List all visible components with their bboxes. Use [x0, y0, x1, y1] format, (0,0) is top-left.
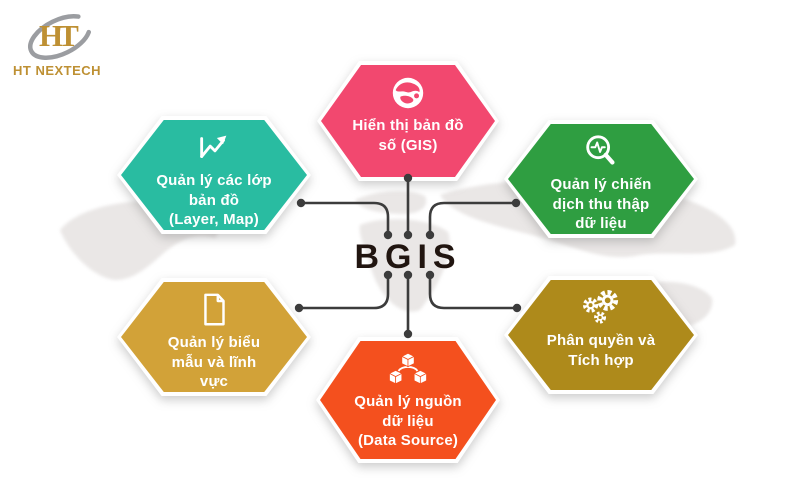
logo-company-name: HT NEXTECH	[13, 63, 102, 78]
hex-node-label: Quản lý chiến dịch thu thập dữ liệu	[550, 176, 652, 232]
gears-icon	[582, 289, 619, 324]
hex-node-campaigns: Quản lý chiến dịch thu thập dữ liệu	[504, 120, 698, 238]
cubes-icon	[389, 352, 427, 385]
globe-icon	[392, 77, 424, 109]
hex-node-label: Quản lý biểu mẫu và lĩnh vực	[167, 334, 261, 390]
hex-node-label: Quản lý các lớp bản đồ (Layer, Map)	[156, 172, 272, 228]
hex-node-map-layers: Quản lý các lớp bản đồ (Layer, Map)	[117, 116, 311, 234]
line-chart-icon	[200, 135, 227, 158]
logo-monogram: HT	[39, 18, 79, 53]
hex-node-permissions: Phân quyền và Tích hợp	[504, 276, 698, 394]
center-title: BGIS	[354, 238, 462, 276]
hex-node-label: Hiển thị bản đồ số (GIS)	[352, 117, 464, 154]
hex-node-label: Quản lý nguồn dữ liệu (Data Source)	[354, 393, 462, 449]
hex-node-data-source: Quản lý nguồn dữ liệu (Data Source)	[316, 337, 500, 463]
company-logo: HT HT NEXTECH	[12, 6, 152, 90]
logo-orbit-swoosh-icon	[28, 14, 92, 60]
search-pulse-icon	[586, 135, 615, 165]
hex-node-gis-display: Hiển thị bản đồ số (GIS)	[317, 61, 499, 181]
document-icon	[204, 293, 225, 326]
hex-node-forms: Quản lý biểu mẫu và lĩnh vực	[117, 278, 311, 396]
hex-node-label: Phân quyền và Tích hợp	[546, 332, 656, 369]
